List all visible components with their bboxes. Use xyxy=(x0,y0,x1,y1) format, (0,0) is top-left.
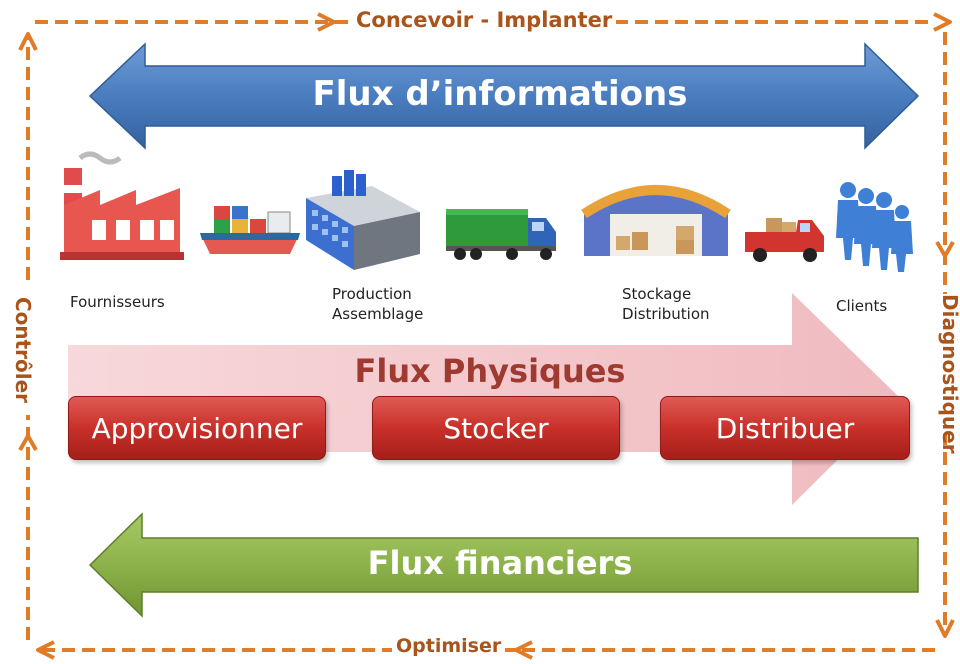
stage-label-suppliers: Fournisseurs xyxy=(70,293,165,311)
cycle-top-label: Concevoir - Implanter xyxy=(352,8,617,32)
customers-icon xyxy=(836,182,913,272)
factory-icon xyxy=(60,151,184,260)
arrowhead-up-icon xyxy=(18,32,38,51)
stage-label-production-line2: Assemblage xyxy=(332,305,424,323)
arrowhead-down-icon xyxy=(935,619,955,638)
stage-label-storage-line1: Stockage xyxy=(622,285,692,303)
cycle-left-label: Contrôler xyxy=(11,285,35,415)
stage-label-storage: Stockage Distribution xyxy=(622,284,710,324)
information-flow-arrow xyxy=(88,42,920,150)
distribuer-button[interactable]: Distribuer xyxy=(660,396,910,460)
stage-label-production-line1: Production xyxy=(332,285,412,303)
stage-label-storage-line2: Distribution xyxy=(622,305,710,323)
stocker-button[interactable]: Stocker xyxy=(372,396,620,460)
information-flow-title: Flux d’informations xyxy=(312,74,688,114)
stage-label-production: Production Assemblage xyxy=(332,284,423,324)
arrowhead-down-icon xyxy=(935,241,955,258)
physical-flow-title: Flux Physiques xyxy=(354,352,626,390)
pickup-truck-icon xyxy=(745,218,824,262)
stage-label-clients: Clients xyxy=(836,297,888,315)
container-truck-icon xyxy=(446,209,556,260)
assembly-building-icon xyxy=(306,170,420,270)
arrowhead-right-icon xyxy=(317,12,336,32)
arrowhead-right-icon xyxy=(933,12,952,32)
cargo-ship-icon xyxy=(200,206,300,254)
financial-flow-arrow xyxy=(88,512,919,618)
cycle-right-label: Diagnostiquer xyxy=(938,294,960,454)
arrowhead-left-icon xyxy=(514,640,533,660)
arrowhead-left-icon xyxy=(36,640,55,660)
financial-flow-title: Flux financiers xyxy=(367,544,633,582)
approvisionner-button[interactable]: Approvisionner xyxy=(68,396,326,460)
warehouse-icon xyxy=(581,185,731,256)
cycle-arrowheads xyxy=(18,12,955,660)
cycle-bottom-label: Optimiser xyxy=(392,635,506,657)
arrowhead-up-icon xyxy=(18,434,38,451)
